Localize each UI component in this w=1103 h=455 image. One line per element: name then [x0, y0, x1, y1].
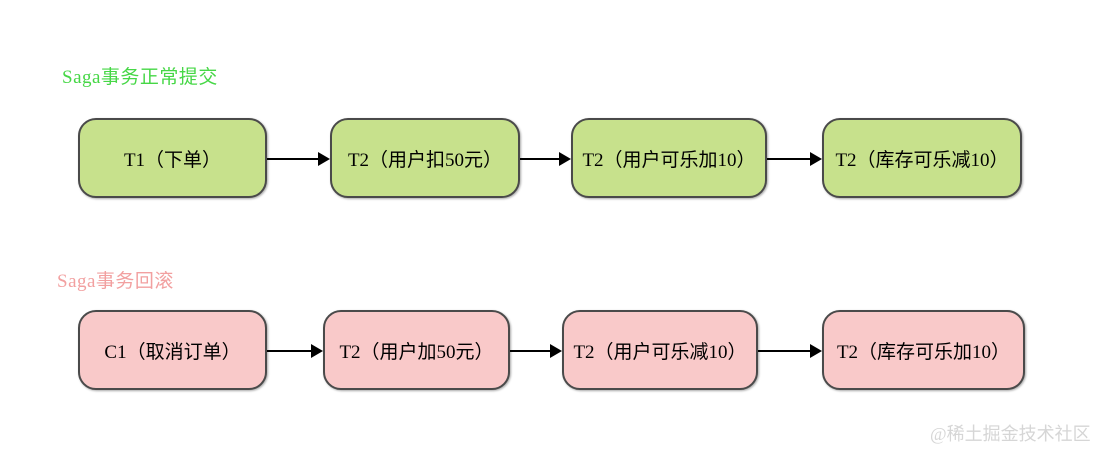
arrow-head-icon [318, 152, 330, 166]
arrow-line [520, 158, 562, 160]
rollback-step-box-3: T2（用户可乐减10） [562, 310, 758, 390]
arrow-line [267, 350, 314, 352]
rollback-step-label-2: T2（用户加50元） [339, 341, 494, 363]
normal-step-label-3: T2（用户可乐加10） [582, 149, 756, 171]
arrow-head-icon [550, 344, 562, 358]
normal-step-label-4: T2（库存可乐减10） [835, 149, 1009, 171]
rollback-step-label-1: C1（取消订单） [104, 341, 241, 363]
normal-step-box-2: T2（用户扣50元） [330, 118, 520, 198]
rollback-flow-title: Saga事务回滚 [57, 271, 174, 292]
arrow-line [758, 350, 813, 352]
normal-step-label-2: T2（用户扣50元） [347, 149, 503, 171]
arrow-connector [267, 152, 330, 166]
arrow-connector [758, 344, 822, 358]
arrow-line [510, 350, 553, 352]
arrow-head-icon [559, 152, 571, 166]
arrow-connector [520, 152, 571, 166]
arrow-head-icon [810, 344, 822, 358]
rollback-step-box-4: T2（库存可乐加10） [822, 310, 1025, 390]
normal-step-box-4: T2（库存可乐减10） [822, 118, 1022, 198]
normal-step-box-3: T2（用户可乐加10） [571, 118, 767, 198]
arrow-head-icon [311, 344, 323, 358]
arrow-line [267, 158, 321, 160]
arrow-connector [267, 344, 323, 358]
normal-step-box-1: T1（下单） [78, 118, 267, 198]
arrow-connector [767, 152, 822, 166]
arrow-line [767, 158, 813, 160]
arrow-head-icon [810, 152, 822, 166]
normal-flow-title: Saga事务正常提交 [62, 67, 218, 88]
rollback-step-box-2: T2（用户加50元） [323, 310, 510, 390]
normal-step-label-1: T1（下单） [123, 149, 222, 171]
rollback-step-label-3: T2（用户可乐减10） [573, 341, 747, 363]
watermark: @稀土掘金技术社区 [930, 424, 1091, 444]
rollback-step-box-1: C1（取消订单） [78, 310, 267, 390]
arrow-connector [510, 344, 562, 358]
rollback-step-label-4: T2（库存可乐加10） [836, 341, 1011, 363]
